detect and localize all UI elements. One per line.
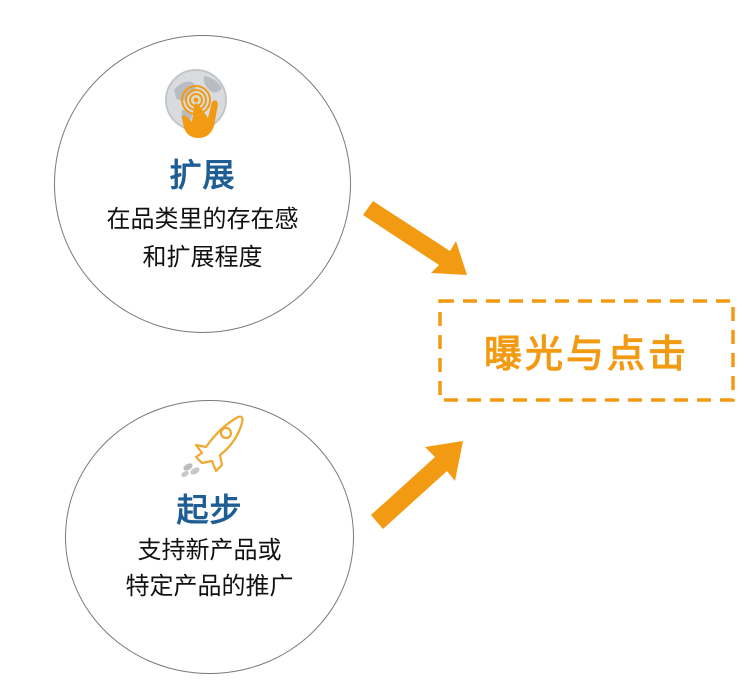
dashed-border [438,299,735,402]
exposure-click-label: 曝光与点击 [483,332,689,376]
expand-title: 扩展 [169,156,236,194]
expand-description-line-1: 在品类里的存在感 [106,205,299,233]
exposure-click-box: 曝光与点击 [438,299,735,402]
arrow-up-right-icon [371,441,463,529]
start-title: 起步 [176,491,243,529]
expand-description-line-2: 和扩展程度 [142,243,263,271]
rocket-icon [181,415,244,477]
start-description-line-2: 特定产品的推广 [125,572,294,600]
globe-touch-icon [165,69,227,138]
expand-node: 扩展 在品类里的存在感 和扩展程度 [54,35,351,333]
start-description-line-1: 支持新产品或 [137,536,282,564]
arrow-down-right-icon [363,201,467,275]
start-node: 起步 支持新产品或 特定产品的推广 [65,400,354,674]
